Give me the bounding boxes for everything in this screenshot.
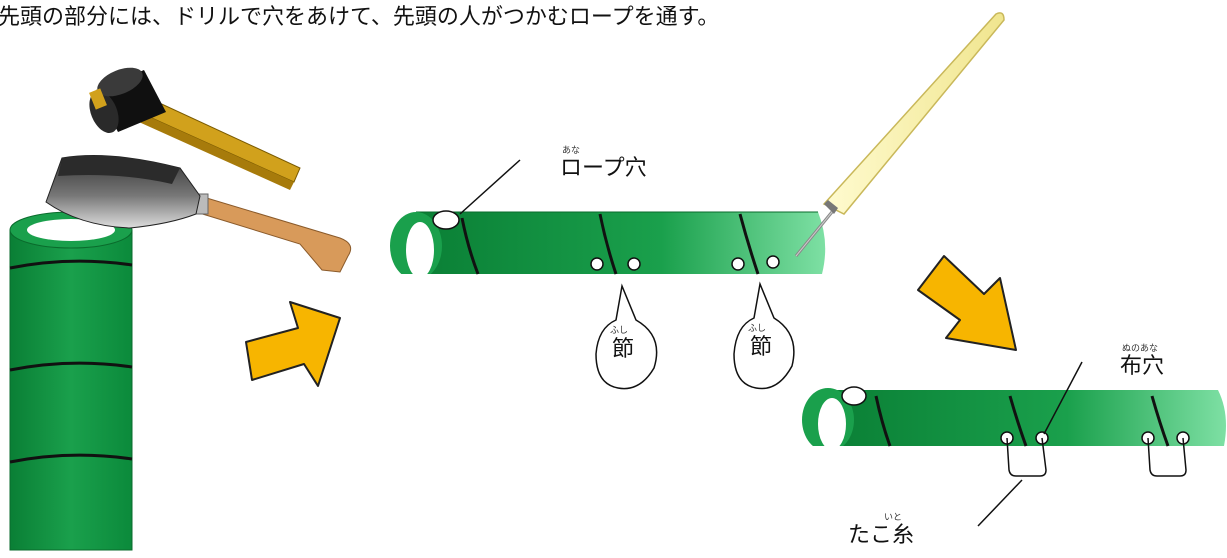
upright-bamboo bbox=[9, 211, 133, 551]
cloth-hole-pointer bbox=[1043, 361, 1083, 435]
rope-hole-pointer bbox=[459, 159, 521, 215]
kite-string-pointer bbox=[977, 479, 1023, 527]
node-2-label: 節 bbox=[750, 335, 773, 360]
drill-icon bbox=[794, 12, 1005, 257]
kite-string-ruby: いと bbox=[884, 513, 903, 523]
kite-string-label: たこ糸 bbox=[848, 523, 915, 548]
cloth-hole-ruby: ぬのあな bbox=[1122, 344, 1159, 354]
node-2-ruby: ふし bbox=[748, 324, 767, 334]
instruction-text: 先頭の部分には、ドリルで穴をあけて、先頭の人がつかむロープを通す。 bbox=[0, 5, 720, 30]
bamboo-tube-with-strings bbox=[790, 386, 1227, 477]
node-callout-2 bbox=[733, 281, 795, 390]
bamboo-tube-with-holes bbox=[380, 210, 840, 304]
node-callout-1 bbox=[595, 283, 658, 390]
mallet-icon bbox=[89, 67, 301, 190]
node-1-ruby: ふし bbox=[610, 326, 629, 336]
hatchet-icon bbox=[45, 155, 352, 273]
rope-hole-ruby: あな bbox=[562, 146, 581, 156]
arrow-down-right-icon bbox=[917, 255, 1017, 351]
cloth-hole-label: 布穴 bbox=[1120, 354, 1165, 379]
rope-hole-label: ロープ穴 bbox=[560, 156, 647, 181]
arrow-right-icon bbox=[245, 301, 341, 387]
node-1-label: 節 bbox=[612, 337, 635, 362]
